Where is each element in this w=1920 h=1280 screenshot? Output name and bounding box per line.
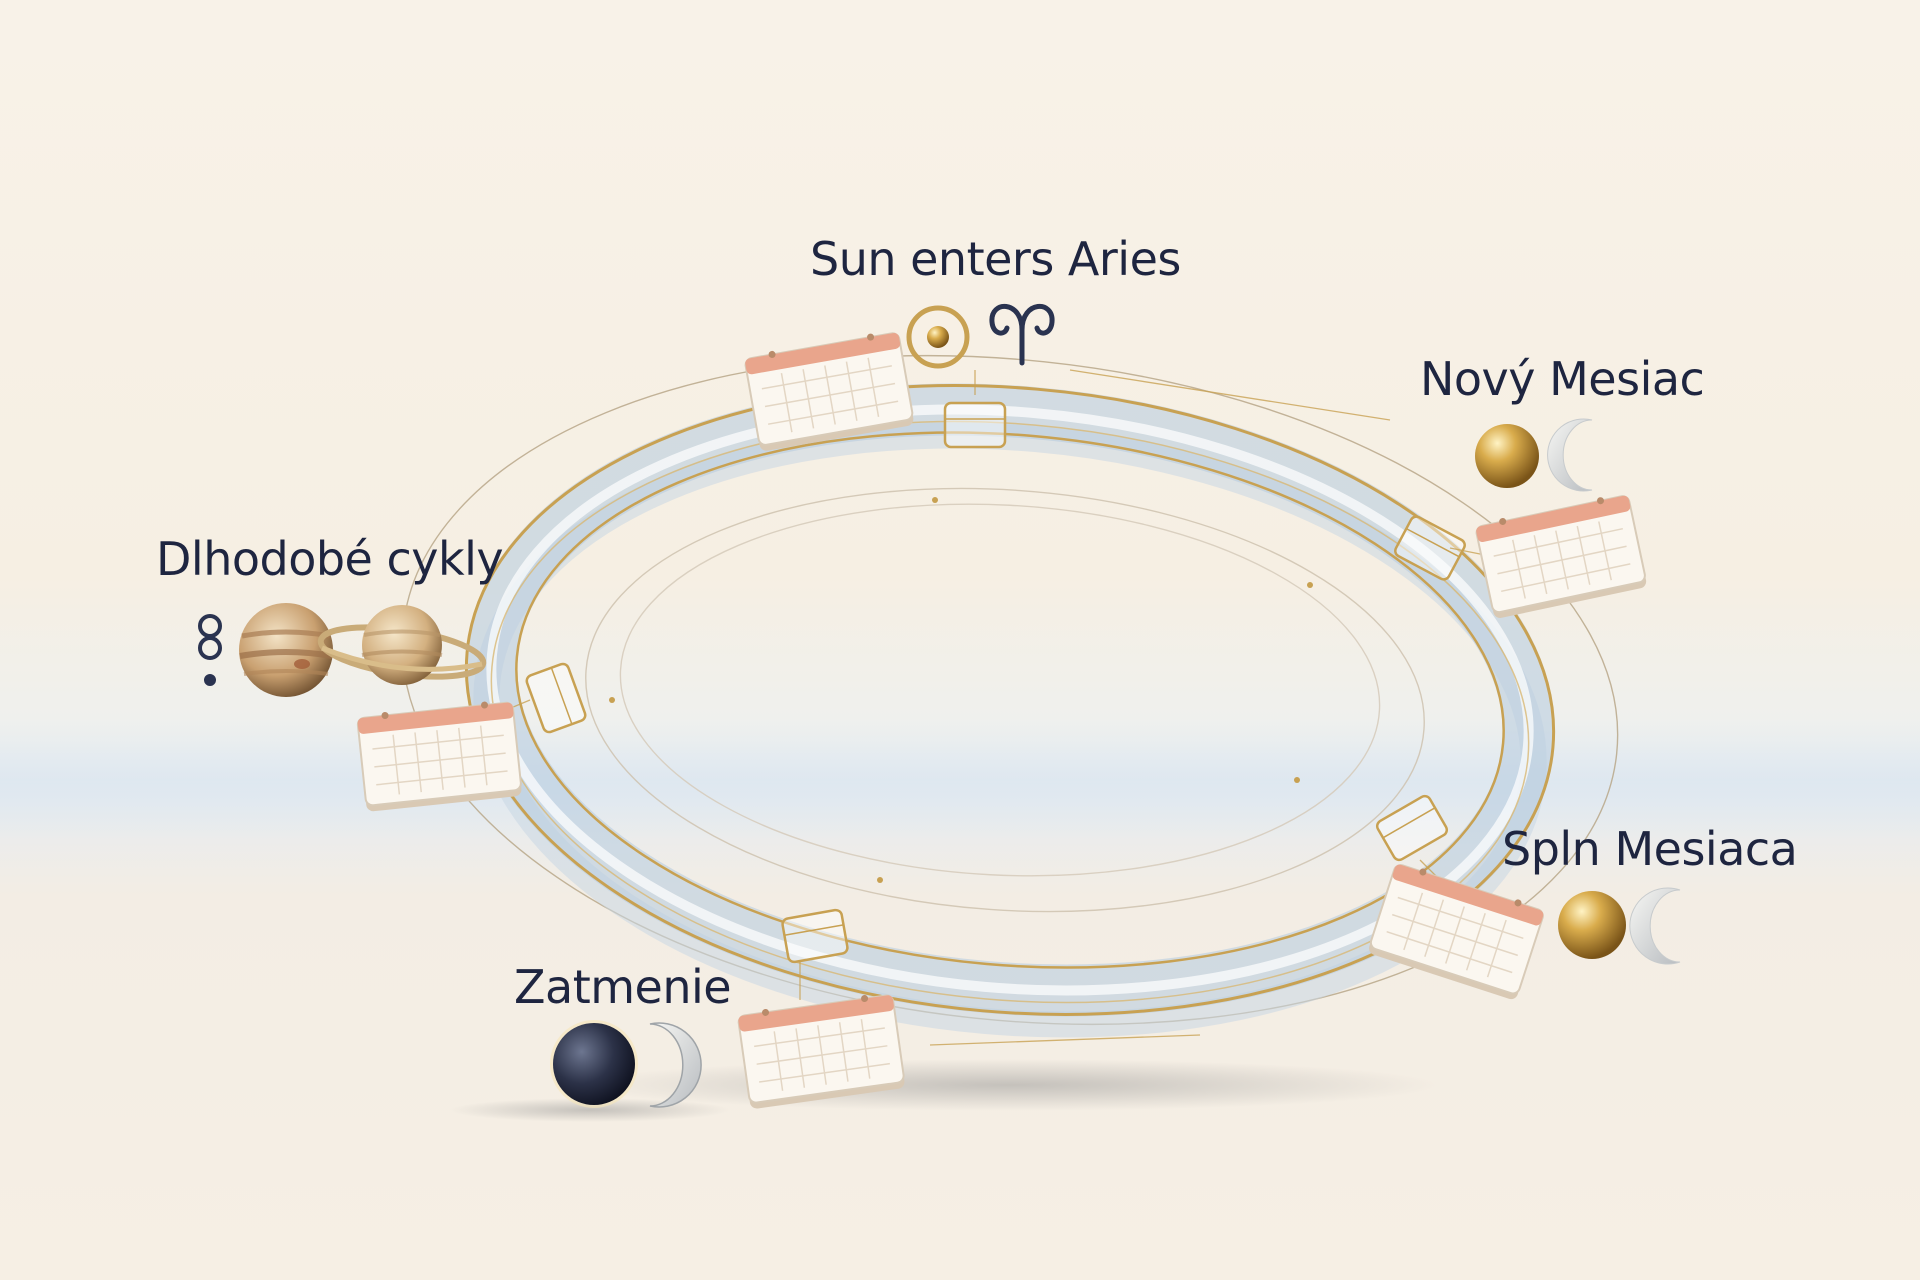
crescent-moon-icon	[1547, 418, 1593, 492]
ring-clamp	[780, 907, 850, 965]
crescent-moon-icon	[1629, 887, 1681, 965]
dark-moon-icon	[550, 1020, 638, 1108]
horizon-haze	[0, 720, 1920, 840]
label-new-moon: Nový Mesiac	[1420, 352, 1705, 406]
crescent-moon-icon	[649, 1022, 702, 1108]
lunar-node-icon	[198, 614, 222, 686]
leader-dots	[609, 497, 1313, 883]
ring-clamp	[943, 401, 1007, 449]
calendar-card-icon	[1473, 490, 1649, 621]
label-full-moon: Spln Mesiaca	[1502, 822, 1798, 876]
aries-symbol-icon	[989, 304, 1055, 366]
saturn-planet-icon	[317, 605, 487, 685]
label-eclipse: Zatmenie	[514, 960, 732, 1014]
sun-symbol-icon	[906, 305, 970, 369]
label-sun-enters-aries: Sun enters Aries	[810, 232, 1181, 286]
calendar-card-icon	[355, 697, 524, 813]
gold-sphere-icon	[1558, 891, 1626, 959]
ring-shadow	[580, 1059, 1440, 1111]
label-long-cycles: Dlhodobé cykly	[156, 532, 504, 586]
gold-sphere-icon	[1475, 424, 1539, 488]
glass-ring	[464, 383, 1556, 1038]
jupiter-planet-icon	[239, 603, 333, 697]
